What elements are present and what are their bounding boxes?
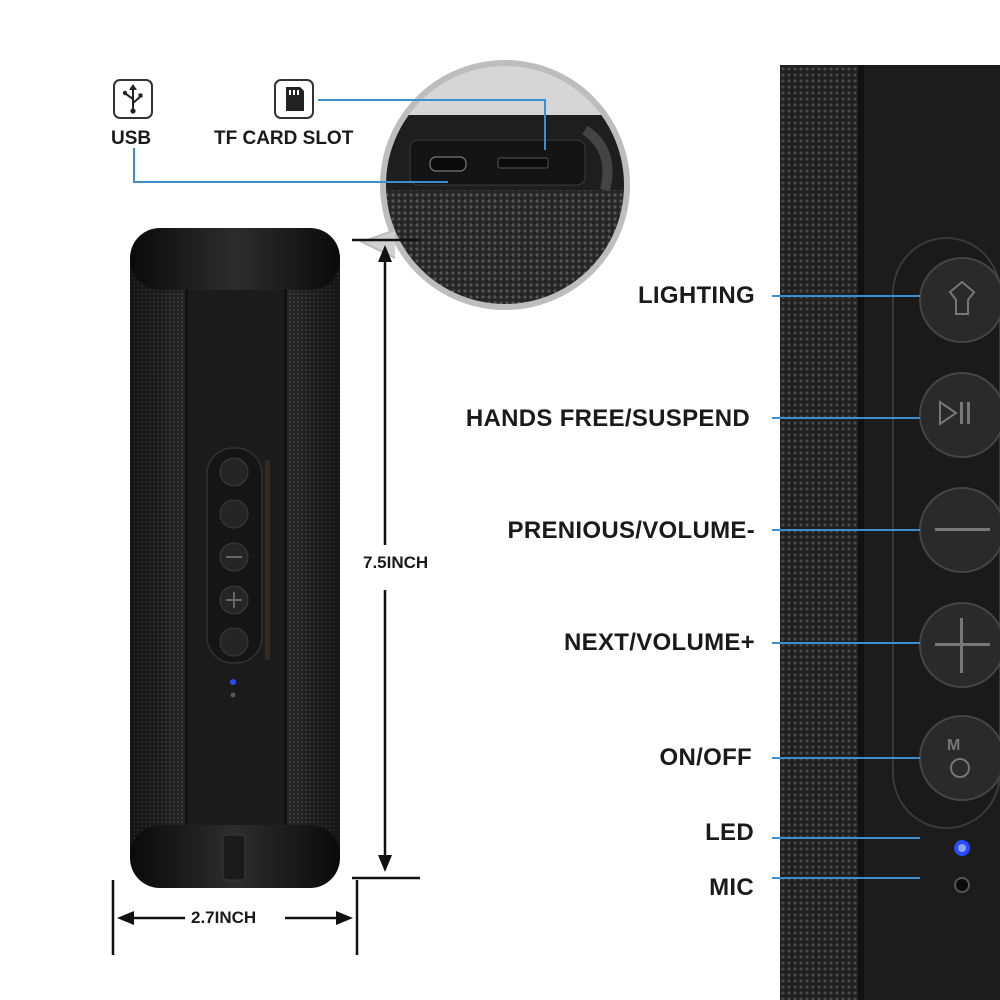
tf-card-label: TF CARD SLOT [214, 128, 354, 149]
closeup-button-plus [919, 602, 1000, 688]
led-indicator [954, 840, 970, 856]
hands-free-label: HANDS FREE/SUSPEND [465, 405, 750, 432]
port-callout-lines [133, 99, 546, 183]
previous-volume-label: PRENIOUS/VOLUME- [507, 517, 755, 544]
svg-text:M: M [947, 737, 960, 754]
width-label: 2.7INCH [191, 908, 257, 927]
mic-label: MIC [709, 874, 754, 901]
sd-card-icon [274, 79, 314, 119]
width-dimension [111, 880, 359, 955]
closeup-button-play [919, 372, 1000, 458]
height-label: 7.5INCH [361, 553, 431, 573]
closeup-button-lighting [919, 257, 1000, 343]
on-off-label: ON/OFF [659, 744, 752, 771]
next-volume-label: NEXT/VOLUME+ [564, 629, 755, 656]
usb-icon [113, 79, 153, 119]
usb-label: USB [111, 128, 152, 149]
mic-hole [954, 877, 970, 893]
led-label: LED [705, 819, 754, 846]
closeup-button-power: M [919, 715, 1000, 801]
height-dimension [352, 238, 420, 880]
closeup-button-minus [919, 487, 1000, 573]
ports-zoom-view [359, 60, 630, 310]
callout-lines [772, 295, 920, 879]
speaker-full [130, 228, 340, 888]
lighting-label: LIGHTING [637, 282, 755, 309]
